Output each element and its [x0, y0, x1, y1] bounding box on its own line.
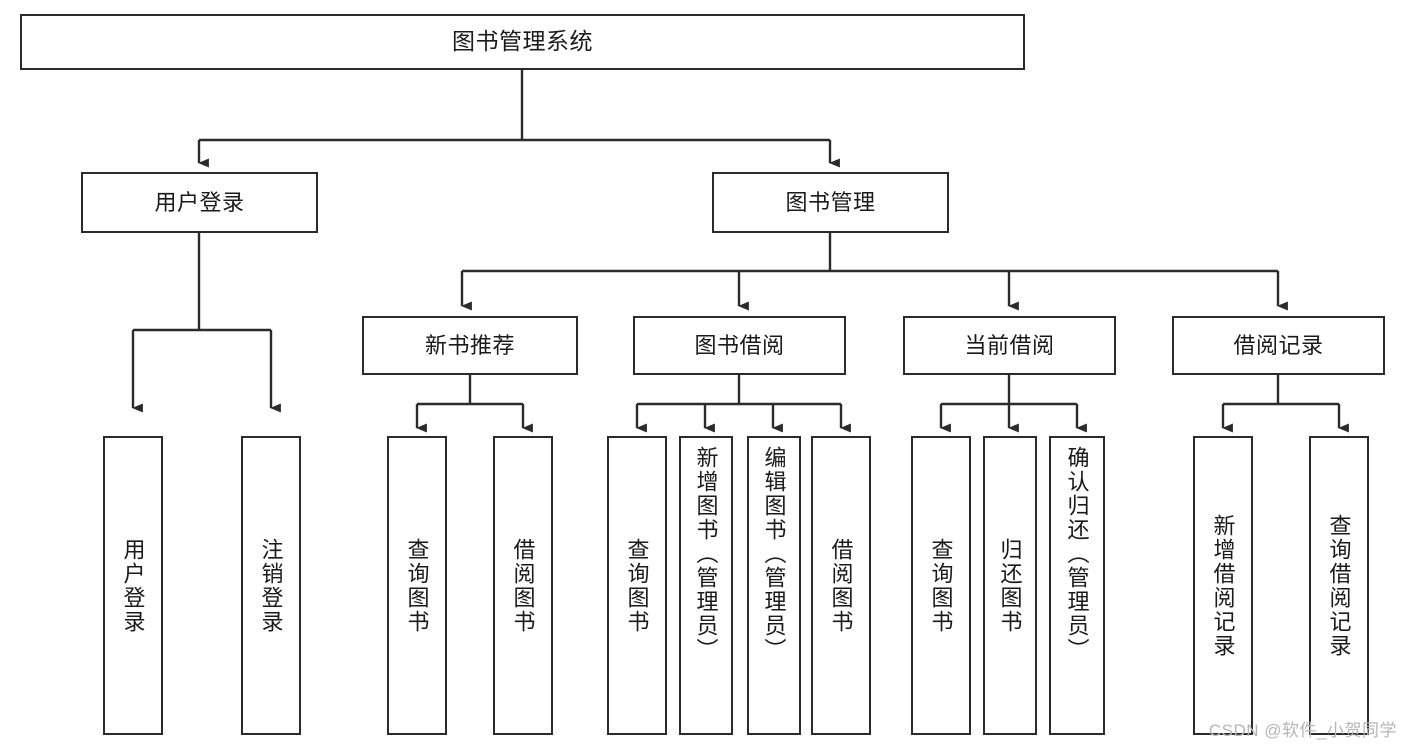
leaf-user-login-signin[interactable]: 用户登录 — [103, 436, 163, 735]
leaf-current-borrow-query[interactable]: 查询图书 — [911, 436, 971, 735]
node-borrow-records[interactable]: 借阅记录 — [1172, 316, 1385, 375]
node-label: 借阅图书 — [828, 537, 854, 634]
node-current-borrow[interactable]: 当前借阅 — [903, 316, 1116, 375]
leaf-user-login-signout[interactable]: 注销登录 — [241, 436, 301, 735]
leaf-current-borrow-confirm-return[interactable]: 确认归还（管理员） — [1049, 436, 1105, 735]
leaf-book-borrow-add[interactable]: 新增图书（管理员） — [679, 436, 733, 735]
leaf-book-borrow-query[interactable]: 查询图书 — [607, 436, 667, 735]
node-label: 新增图书（管理员） — [693, 446, 719, 662]
node-label: 新增借阅记录 — [1210, 513, 1236, 658]
node-label: 查询图书 — [928, 537, 954, 634]
leaf-borrow-record-query[interactable]: 查询借阅记录 — [1309, 436, 1369, 735]
watermark-text: CSDN @软件_小贺同学 — [1208, 721, 1397, 740]
node-label: 借阅图书 — [510, 537, 536, 634]
leaf-borrow-record-add[interactable]: 新增借阅记录 — [1193, 436, 1253, 735]
leaf-book-borrow-edit[interactable]: 编辑图书（管理员） — [747, 436, 801, 735]
node-label: 注销登录 — [258, 537, 284, 634]
leaf-new-book-borrow[interactable]: 借阅图书 — [493, 436, 553, 735]
node-label: 编辑图书（管理员） — [761, 446, 787, 662]
node-label: 查询图书 — [404, 537, 430, 634]
node-book-management[interactable]: 图书管理 — [712, 172, 949, 233]
node-new-book-recommend[interactable]: 新书推荐 — [362, 316, 578, 375]
node-label: 图书借阅 — [694, 332, 785, 358]
node-label: 新书推荐 — [424, 332, 515, 358]
leaf-book-borrow-borrow[interactable]: 借阅图书 — [811, 436, 871, 735]
leaf-current-borrow-return[interactable]: 归还图书 — [983, 436, 1037, 735]
leaf-new-book-query[interactable]: 查询图书 — [387, 436, 447, 735]
node-label: 用户登录 — [154, 189, 245, 215]
node-root-book-management-system[interactable]: 图书管理系统 — [20, 14, 1025, 70]
node-label: 借阅记录 — [1233, 332, 1324, 358]
node-label: 图书管理 — [785, 189, 876, 215]
node-label: 归还图书 — [997, 537, 1023, 634]
node-label: 确认归还（管理员） — [1064, 446, 1090, 662]
node-label: 用户登录 — [120, 537, 146, 634]
node-label: 查询图书 — [624, 537, 650, 634]
node-book-borrow[interactable]: 图书借阅 — [633, 316, 846, 375]
node-label: 图书管理系统 — [452, 28, 593, 55]
node-label: 查询借阅记录 — [1326, 513, 1352, 658]
node-user-login[interactable]: 用户登录 — [81, 172, 318, 233]
node-label: 当前借阅 — [964, 332, 1055, 358]
